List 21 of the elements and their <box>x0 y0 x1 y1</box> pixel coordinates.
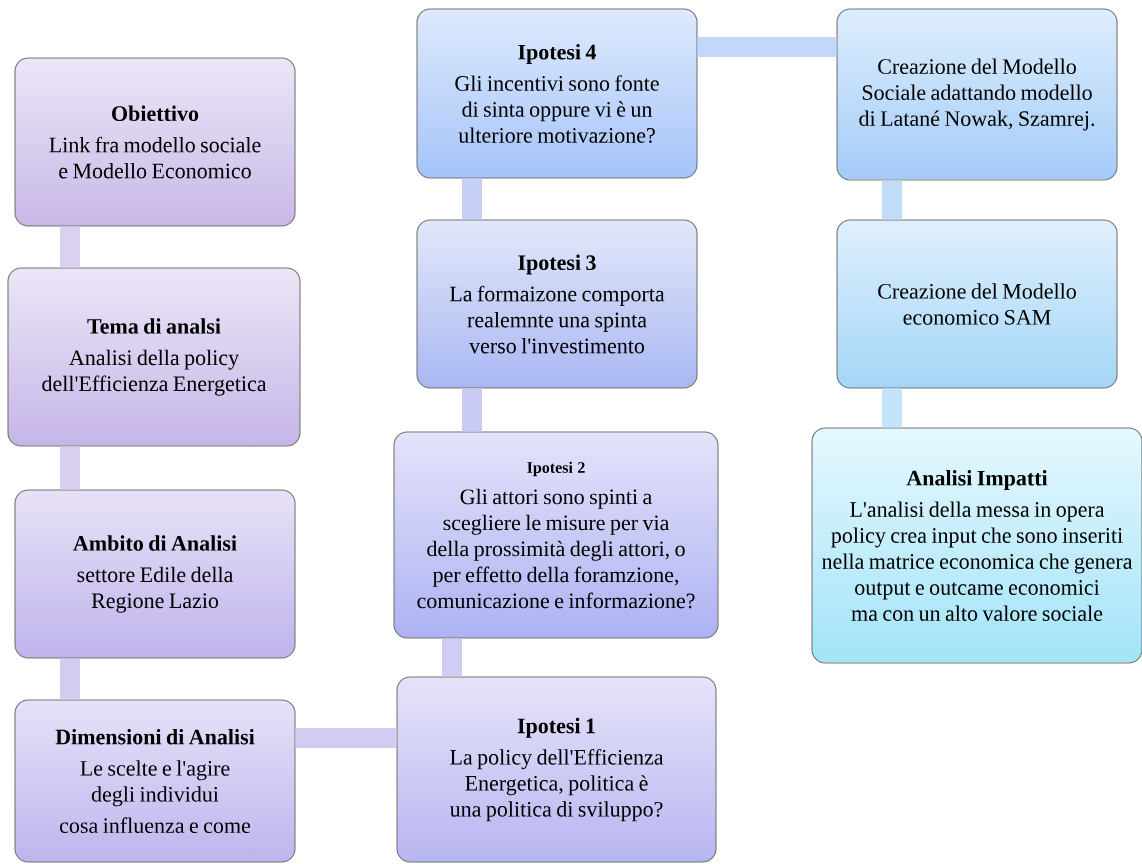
process-box: Ipotesi 3 La formaizone comporta realemnte una spinta verso l'investimento <box>416 219 698 389</box>
process-box: Tema di analsi Analisi della policy dell'Efficienza Energetica <box>7 267 301 447</box>
connector-bar <box>882 180 902 220</box>
connector-bar <box>442 638 462 677</box>
connector-bar <box>697 37 837 57</box>
process-box: Obiettivo Link fra modello sociale e Modello Economico <box>14 57 296 227</box>
connector-bar <box>462 178 482 220</box>
process-box: Dimensioni di Analisi Le scelte e l'agire degli individui cosa influenza e come <box>14 699 296 863</box>
process-box: Ambito di Analisi settore Edile della Regione Lazio <box>14 489 296 659</box>
connector-bar <box>295 728 397 748</box>
connector-bar <box>462 388 482 432</box>
connector-bar <box>60 446 80 490</box>
process-box: Analisi Impatti L'analisi della messa in opera policy crea input che sono inseriti nella matrice economica che genera output e outcame economici ma con un alto valore sociale <box>811 427 1142 664</box>
process-box: Ipotesi 1 La policy dell'Efficienza Energetica, politica è una politica di sviluppo? <box>396 676 717 863</box>
connector-bar <box>60 658 80 700</box>
connector-bar <box>882 388 902 428</box>
process-box: Creazione del Modello economico SAM <box>836 219 1118 389</box>
process-box: Creazione del Modello Sociale adattando modello di Latané Nowak, Szamrej. <box>836 8 1118 181</box>
process-box: Ipotesi 4 Gli incentivi sono fonte di sinta oppure vi è un ulteriore motivazione? <box>416 8 698 179</box>
connector-bar <box>60 226 80 268</box>
process-box: Ipotesi 2 Gli attori sono spinti a scegliere le misure per via della prossimità degli attori, o per effetto della foramzione, comunicazione e informazione? <box>393 431 719 639</box>
